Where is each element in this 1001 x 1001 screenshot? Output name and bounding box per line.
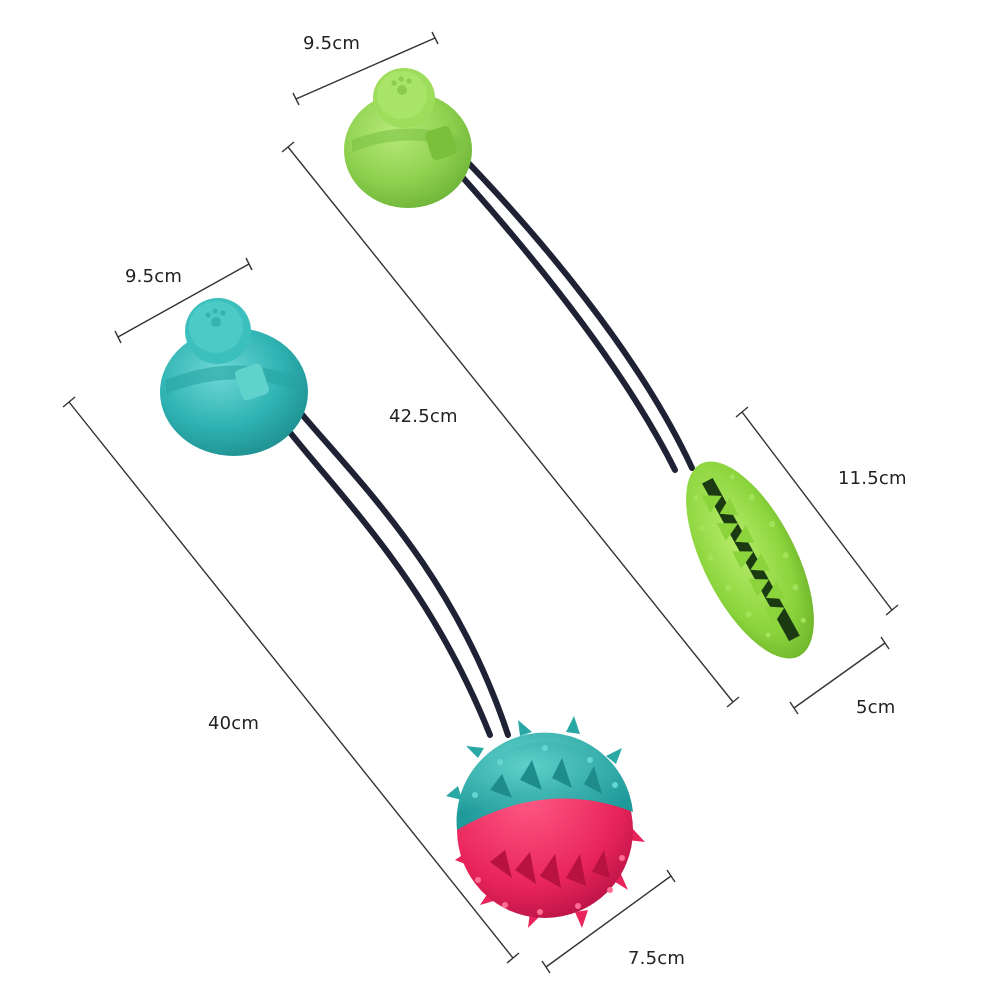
bone-chew-length-label: 11.5cm (838, 468, 907, 489)
green-toy-length-label: 42.5cm (389, 406, 458, 427)
ball-chew-width-label: 7.5cm (628, 948, 686, 969)
dimension-line-green-length (281, 141, 740, 708)
teal-toy-length-label: 40cm (208, 713, 260, 734)
ball-nubs-teal (472, 745, 618, 798)
green-suction-cup-width-label: 9.5cm (303, 33, 361, 54)
dimension-lines (62, 31, 899, 974)
dimension-line-teal-cup (114, 257, 253, 344)
green-suction-cup (344, 68, 472, 208)
teal-suction-cup (160, 298, 308, 456)
dimension-line-ball-width (541, 869, 676, 974)
ball-spikes-teal (446, 716, 622, 800)
bone-chew-nubs (693, 474, 806, 638)
ball-nubs (475, 855, 625, 915)
green-tug-toy (344, 68, 814, 659)
teal-tug-toy (160, 298, 645, 928)
bone-chew-ridges (701, 495, 786, 625)
dimension-line-teal-length (62, 396, 520, 964)
paw-print-icon (391, 76, 412, 95)
teal-suction-cup-width-label: 9.5cm (125, 266, 183, 287)
teal-pink-ball-chew (446, 716, 645, 928)
bone-chew-width-label: 5cm (856, 697, 896, 718)
ball-ridges-teal (490, 758, 602, 798)
paw-print-icon (205, 308, 226, 327)
green-bone-chew (686, 461, 814, 659)
ball-teeth (490, 850, 610, 888)
dimension-line-green-cup (292, 31, 439, 106)
dimension-line-bone-width (789, 636, 890, 715)
dimension-line-bone-length (735, 406, 899, 616)
